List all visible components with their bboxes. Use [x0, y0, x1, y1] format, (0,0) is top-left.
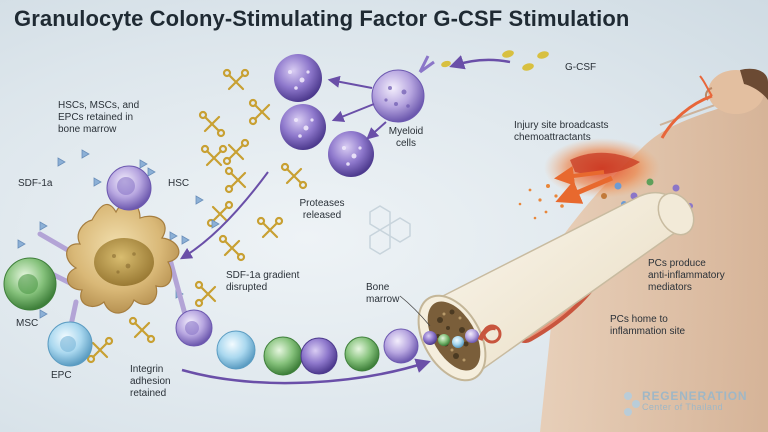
page-title: Granulocyte Colony-Stimulating Factor G-… — [14, 6, 630, 31]
label-gcsf: G-CSF — [565, 62, 597, 73]
protease-arrow — [179, 171, 269, 260]
watermark-logo: REGENERATION Center of Thailand — [642, 389, 748, 412]
logo-icon — [624, 392, 640, 416]
label-msc: MSC — [16, 318, 39, 329]
bone-marrow-niche — [3, 165, 213, 367]
bone — [399, 191, 695, 382]
gcsf-molecules — [441, 50, 549, 71]
label-sdf1a: SDF-1a — [18, 178, 53, 189]
injury-site — [518, 138, 693, 221]
migrating-cells — [181, 328, 431, 385]
label-epc: EPC — [51, 370, 72, 381]
protease-icons — [86, 68, 308, 364]
hexagon-decoration — [369, 205, 411, 255]
patient-figure — [540, 68, 768, 432]
myeloid-cells — [274, 54, 435, 177]
label-hsc: HSC — [168, 178, 190, 189]
